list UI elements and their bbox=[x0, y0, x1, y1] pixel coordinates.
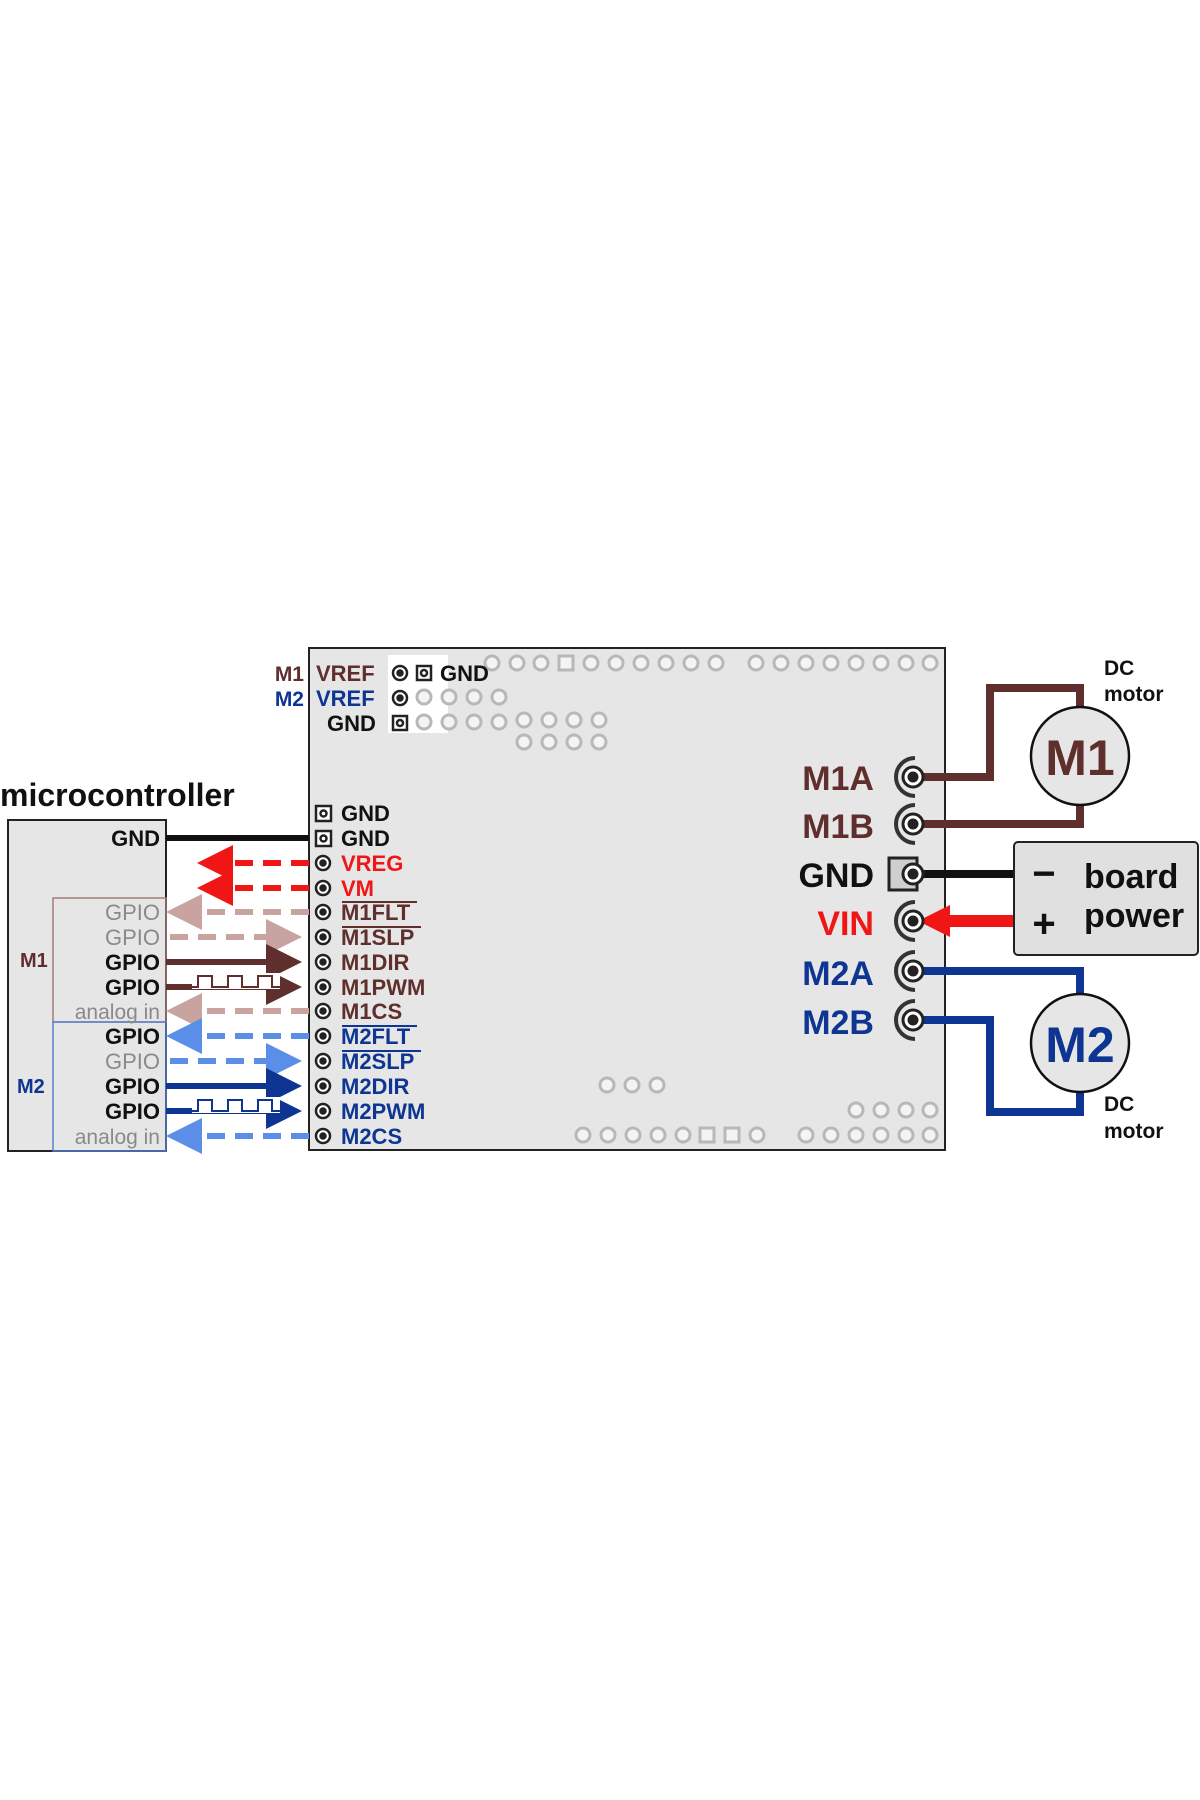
pin-label-m2cs: M2CS bbox=[341, 1124, 402, 1149]
mcu-m1-fault-gpio: GPIO bbox=[105, 900, 160, 925]
pwm-waveform-icons bbox=[192, 973, 280, 1113]
mcu-m2-pwm-gpio: GPIO bbox=[105, 1099, 160, 1124]
m2-group-label: M2 bbox=[17, 1076, 45, 1098]
vin-arrowhead bbox=[918, 905, 950, 937]
mcu-m1-analog-in: analog in bbox=[75, 1001, 160, 1024]
mcu-m2-fault-gpio: GPIO bbox=[105, 1024, 160, 1049]
motor-m1-caption-dc: DC bbox=[1104, 657, 1134, 680]
mcu-m2-sleep-gpio: GPIO bbox=[105, 1049, 160, 1074]
mcu-gnd-label: GND bbox=[111, 826, 160, 851]
mcu-m2-dir-gpio: GPIO bbox=[105, 1074, 160, 1099]
output-label-m2a: M2A bbox=[802, 955, 874, 993]
signal-connections bbox=[166, 835, 309, 1154]
vref-pins bbox=[391, 664, 433, 732]
microcontroller-title: microcontroller bbox=[0, 777, 235, 813]
motor-m2-caption-dc: DC bbox=[1104, 1093, 1134, 1116]
pin-label-m2flt: M2FLT bbox=[341, 1024, 411, 1049]
board-pin-header bbox=[314, 804, 333, 1145]
m1-vref-label: VREF bbox=[316, 661, 375, 686]
pin-label-m1dir: M1DIR bbox=[341, 950, 410, 975]
m2a-wire bbox=[905, 967, 1084, 995]
vref-gnd-right-label: GND bbox=[440, 661, 489, 686]
m2-vref-tag: M2 bbox=[275, 688, 304, 711]
vref-gnd-left-label: GND bbox=[327, 711, 376, 736]
motor-m1-caption-motor: motor bbox=[1104, 683, 1164, 706]
m2b-wire bbox=[905, 1016, 1084, 1116]
mcu-m1-dir-gpio: GPIO bbox=[105, 950, 160, 975]
pin-label-gnd-2: GND bbox=[341, 826, 390, 851]
output-label-m2b: M2B bbox=[802, 1004, 874, 1042]
output-wires bbox=[905, 684, 1084, 1116]
m1b-wire bbox=[905, 800, 1084, 828]
power-minus-sign: − bbox=[1032, 852, 1055, 896]
motor-m1-label: M1 bbox=[1045, 730, 1114, 786]
microcontroller-box bbox=[7, 819, 167, 1152]
m1a-wire bbox=[905, 684, 1084, 781]
mcu-m1-pwm-gpio: GPIO bbox=[105, 975, 160, 1000]
m1-vref-tag: M1 bbox=[275, 663, 304, 686]
m1-group-label: M1 bbox=[20, 950, 48, 972]
pin-label-m1flt: M1FLT bbox=[341, 900, 411, 925]
bottom-via-holes bbox=[574, 1076, 939, 1144]
power-box-line2: power bbox=[1084, 897, 1184, 935]
pin-label-m2dir: M2DIR bbox=[341, 1074, 410, 1099]
top-via-holes bbox=[415, 654, 939, 751]
motor-m2-symbol bbox=[1029, 992, 1131, 1094]
output-label-m1b: M1B bbox=[802, 808, 874, 846]
power-box-line1: board bbox=[1084, 858, 1178, 896]
output-label-gnd: GND bbox=[798, 857, 874, 895]
pin-label-gnd-1: GND bbox=[341, 801, 390, 826]
pin-label-m1slp: M1SLP bbox=[341, 925, 414, 950]
output-terminals bbox=[887, 756, 925, 1041]
mcu-m1-sleep-gpio: GPIO bbox=[105, 925, 160, 950]
pin-label-m1pwm: M1PWM bbox=[341, 975, 425, 1000]
pin-label-m2slp: M2SLP bbox=[341, 1049, 414, 1074]
pin-label-vm: VM bbox=[341, 876, 374, 901]
pin-label-m1cs: M1CS bbox=[341, 999, 402, 1024]
power-plus-sign: + bbox=[1032, 902, 1055, 946]
motor-m1-symbol bbox=[1029, 705, 1131, 807]
motor-m2-caption-motor: motor bbox=[1104, 1120, 1164, 1143]
mcu-m2-analog-in: analog in bbox=[75, 1126, 160, 1149]
board-power-box bbox=[1013, 841, 1199, 956]
pin-label-vreg: VREG bbox=[341, 851, 403, 876]
motor-m2-label: M2 bbox=[1045, 1017, 1114, 1073]
m2-vref-label: VREF bbox=[316, 686, 375, 711]
output-label-vin: VIN bbox=[817, 905, 874, 943]
pin-label-m2pwm: M2PWM bbox=[341, 1099, 425, 1124]
output-label-m1a: M1A bbox=[802, 760, 874, 798]
